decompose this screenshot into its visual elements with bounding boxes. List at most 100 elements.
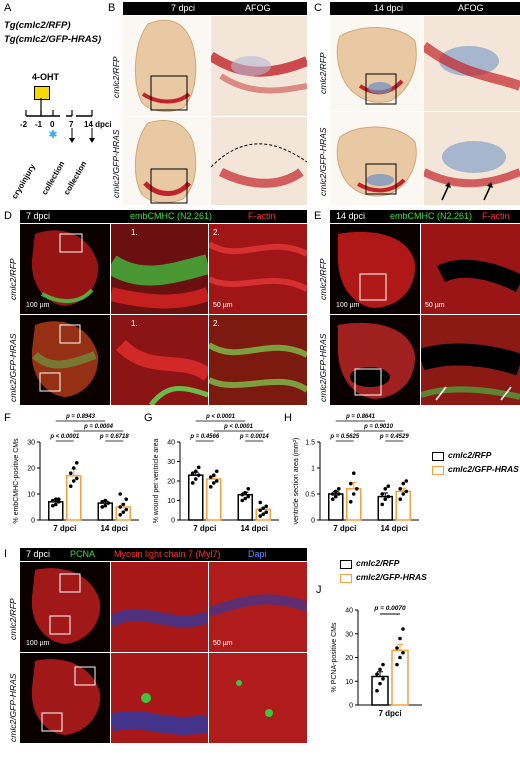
data-point [56, 500, 61, 504]
data-point [106, 501, 111, 505]
header-c-stain: AFOG [458, 3, 484, 13]
data-point [404, 479, 409, 483]
x-tick-label: 14 dpci [100, 524, 128, 533]
data-point [68, 471, 73, 475]
legend-j-swatch-rfp [340, 560, 352, 569]
data-point [121, 510, 126, 514]
header-i-red: Myosin light chain 7 (Myl7) [114, 549, 221, 559]
data-point [348, 500, 353, 504]
data-point [330, 492, 335, 496]
header-b: 7 dpci AFOG [123, 2, 307, 15]
fluor-d-hras [20, 315, 110, 405]
data-point [124, 507, 129, 512]
data-point [190, 471, 195, 475]
data-point [208, 475, 213, 479]
x-tick-label: 7 dpci [53, 524, 76, 533]
p-value: p = 0.8641 [345, 414, 376, 420]
data-point [375, 688, 379, 693]
data-point [103, 503, 108, 508]
fluor-d-rfp: 100 µm [20, 224, 110, 314]
row-label-c-rfp: cmlc2/RFP [318, 52, 328, 94]
fluor-i-hras-inset1 [111, 653, 208, 743]
header-c-time: 14 dpci [374, 3, 404, 13]
header-e-green: embCMHC (N2.261) [390, 211, 473, 221]
data-point [118, 513, 123, 517]
data-point [336, 492, 341, 496]
y-tick-label: 10 [27, 492, 35, 499]
bar [377, 495, 393, 521]
header-b-time: 7 dpci [171, 3, 196, 13]
y-tick-label: 30 [345, 631, 353, 638]
tick-14dpci: 14 dpci [84, 120, 112, 129]
fluor-d-rfp-inset1 [111, 224, 208, 314]
data-point [383, 497, 388, 501]
data-point [401, 650, 405, 655]
y-tick-label: 0 [171, 518, 175, 525]
fluor-i-hras-inset2 [209, 653, 307, 743]
scalebar-e2: 50 µm [425, 302, 445, 309]
data-point [103, 498, 108, 503]
y-tick-label: 0 [349, 703, 353, 710]
row-label-b-rfp: cmlc2/RFP [111, 56, 121, 98]
data-point [56, 497, 61, 501]
data-point [264, 510, 269, 514]
data-point [378, 667, 382, 672]
p-value: p = 0.9010 [363, 424, 394, 430]
header-i-time: 7 dpci [26, 549, 51, 559]
data-point [71, 479, 76, 483]
header-d-green: embCMHC (N2.261) [130, 211, 213, 221]
x-tick-label: 7 dpci [193, 524, 216, 533]
panel-label-c: C [314, 2, 322, 14]
fluor-i-rfp: 100 µm [20, 562, 110, 652]
treatment-box [34, 86, 50, 100]
fluor-d-hras-inset1 [111, 315, 208, 405]
data-point [380, 502, 385, 507]
y-tick-label: 10 [345, 679, 353, 686]
y-tick-label: 30 [167, 459, 175, 466]
data-point [208, 485, 213, 489]
afog-14dpci-hras-zoom [424, 112, 520, 205]
y-tick-label: 20 [27, 466, 35, 473]
data-point [124, 497, 129, 501]
data-point [100, 505, 105, 509]
data-point [380, 492, 385, 496]
data-point [118, 492, 123, 496]
tick-minus1: -1 [35, 120, 43, 129]
legend-label-hras: cmlc2/GFP-HRAS [448, 464, 519, 474]
data-point [50, 498, 55, 503]
panel-label-e: E [314, 210, 322, 222]
panel-label-j: J [316, 584, 322, 596]
inset-d-2-rfp: 2. [213, 228, 220, 237]
data-point [258, 508, 263, 513]
data-point [351, 471, 356, 475]
data-point [68, 484, 73, 488]
data-point [118, 505, 123, 509]
data-point [381, 662, 385, 667]
x-tick-label: 7 dpci [378, 709, 401, 718]
panel-label-a: A [4, 2, 12, 14]
data-point [401, 492, 406, 496]
header-d-time: 7 dpci [26, 211, 51, 221]
scalebar-d2: 50 µm [213, 302, 233, 309]
panel-label-g: G [144, 412, 153, 424]
data-point [351, 492, 356, 496]
data-point [258, 500, 263, 505]
afog-14dpci-rfp-zoom [424, 16, 520, 111]
header-c: 14 dpci AFOG [330, 2, 520, 15]
legend-j-label-hras: cmlc2/GFP-HRAS [356, 572, 427, 582]
fluor-d-hras-inset2 [209, 315, 307, 405]
y-tick-label: 30 [27, 440, 35, 447]
header-e-time: 14 dpci [336, 211, 366, 221]
fluor-e-hras [330, 315, 420, 405]
p-value: p = 0.8943 [65, 414, 96, 420]
data-point [214, 479, 219, 483]
tick-minus2: -2 [20, 120, 28, 129]
tick-0: 0 [50, 120, 55, 129]
y-tick-label: 40 [345, 608, 353, 615]
data-point [354, 487, 359, 491]
data-point [333, 489, 338, 494]
data-point [398, 497, 403, 501]
y-tick-label: 1 [311, 466, 315, 473]
